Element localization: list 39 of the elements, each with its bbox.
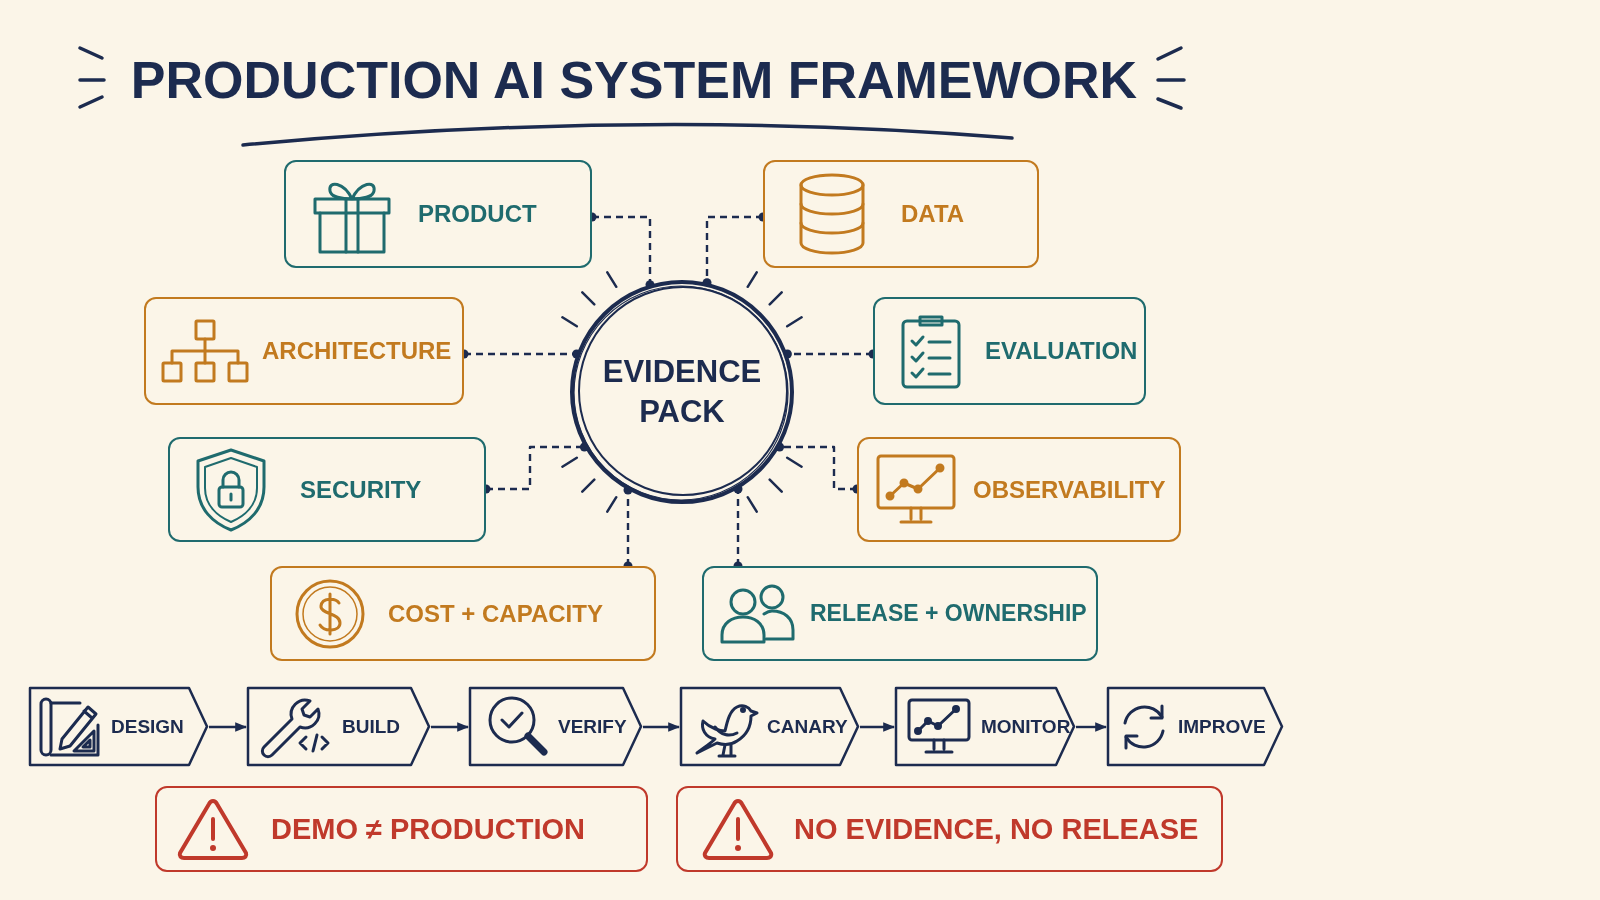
process-step [468,686,643,767]
warning-box [155,786,648,872]
category-box [702,566,1098,661]
step-label: MONITOR [981,715,1071,738]
arrow [431,722,470,732]
process-step [679,686,860,767]
title: PRODUCTION AI SYSTEM FRAMEWORK [130,50,1138,111]
category-box [857,437,1181,542]
category-box [763,160,1039,268]
category-label: ARCHITECTURE [262,337,452,365]
step-label: VERIFY [558,715,627,738]
category-label: COST + CAPACITY [388,599,603,628]
process-step [1106,686,1284,767]
step-label: BUILD [342,715,401,738]
process-step [894,686,1076,767]
category-box [873,297,1146,405]
warning-text: NO EVIDENCE, NO RELEASE [794,812,1199,846]
category-label: SECURITY [300,475,422,504]
step-label: CANARY [767,715,848,738]
warning-text: DEMO ≠ PRODUCTION [271,812,585,846]
arrow [1076,722,1108,732]
category-label: RELEASE + OWNERSHIP [810,600,1087,627]
category-box [270,566,656,661]
step-label: IMPROVE [1178,715,1266,738]
process-step [28,686,209,767]
category-box [168,437,486,542]
step-label: DESIGN [111,715,184,738]
category-label: OBSERVABILITY [973,475,1166,504]
category-label: EVALUATION [985,337,1138,365]
process-step [246,686,431,767]
category-label: PRODUCT [418,200,537,228]
arrow [860,722,896,732]
arrow [209,722,248,732]
category-label: DATA [901,200,965,228]
category-box [144,297,464,405]
arrow [643,722,681,732]
category-box [284,160,592,268]
hub-label: EVIDENCE PACK [601,352,763,431]
warning-box [676,786,1223,872]
